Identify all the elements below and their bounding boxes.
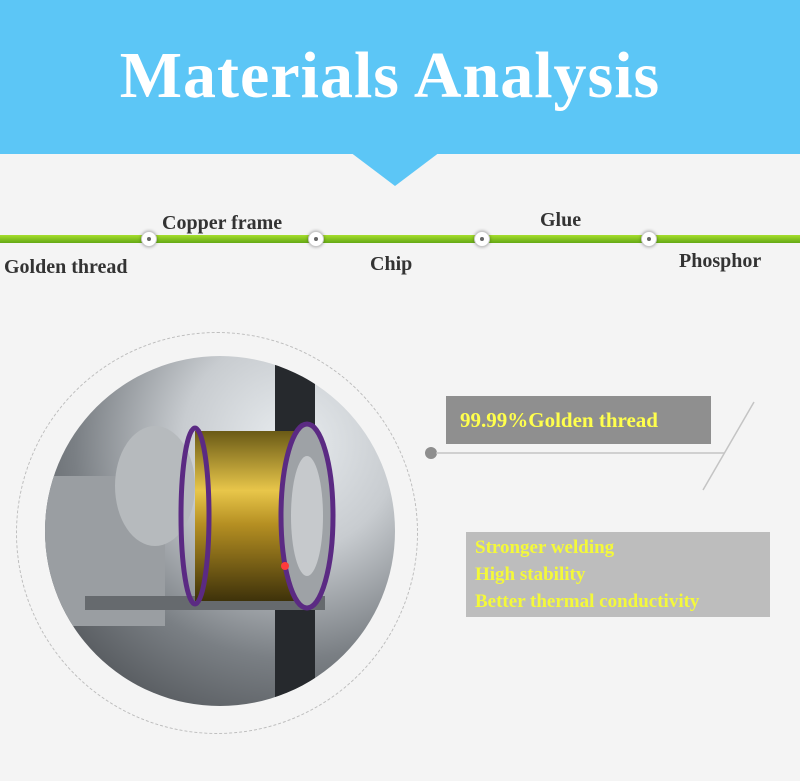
timeline-node [141,231,157,247]
timeline-line [0,235,800,243]
photo-ring [16,332,418,734]
feature-thermal-conductivity: Better thermal conductivity [475,591,700,612]
timeline-node [474,231,490,247]
golden-thread-callout: 99.99%Golden thread [446,396,711,444]
gold-wire-spool-photo [45,356,395,706]
timeline-label-phosphor: Phosphor [679,250,762,272]
feature-high-stability: High stability [475,564,586,585]
timeline-label-glue: Glue [540,209,582,231]
timeline-label-copper-frame: Copper frame [162,212,283,234]
banner-pointer [350,152,440,186]
timeline-node [308,231,324,247]
page-title: Materials Analysis [119,39,661,112]
timeline-node [641,231,657,247]
spool-illustration [45,356,336,706]
timeline-label-chip: Chip [370,253,413,275]
features-box: Stronger welding High stability Better t… [466,532,770,617]
callout-dot [425,447,437,459]
timeline-label-golden-thread: Golden thread [4,256,128,278]
feature-stronger-welding: Stronger welding [475,537,615,558]
header-banner [0,0,800,154]
